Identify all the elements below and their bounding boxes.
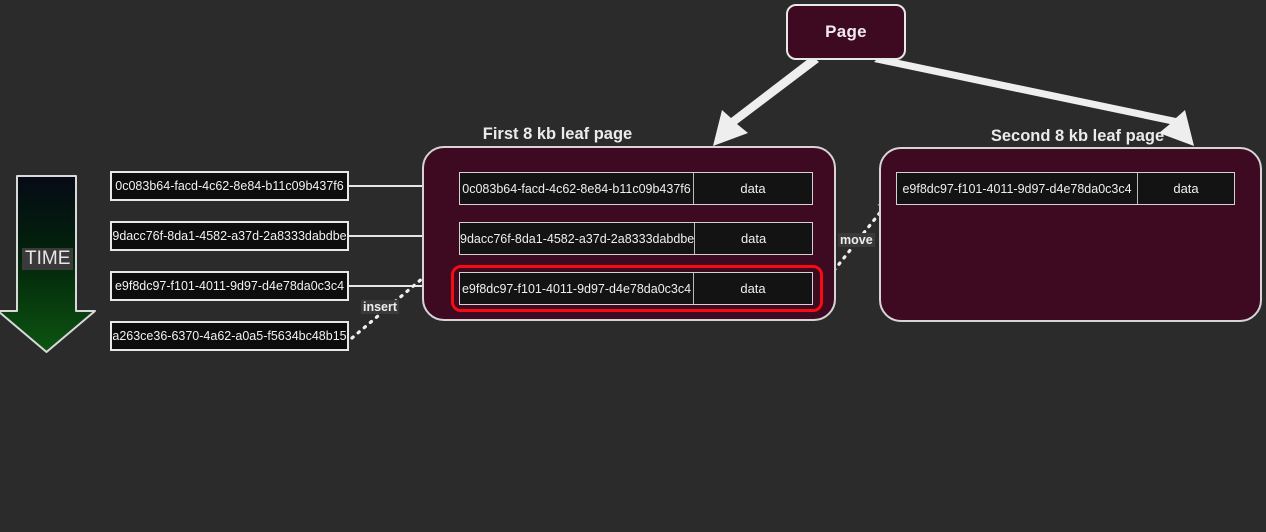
- first-leaf-page[interactable]: 0c083b64-facd-4c62-8e84-b11c09b437f6 dat…: [422, 146, 836, 321]
- first-page-tuple-3-value: data: [740, 281, 766, 296]
- first-page-title: First 8 kb leaf page: [482, 125, 633, 143]
- first-page-tuple-2-value: data: [740, 231, 767, 246]
- record-box-3[interactable]: e9f8dc97-f101-4011-9d97-d4e78da0c3c4: [110, 271, 349, 301]
- record-box-1[interactable]: 0c083b64-facd-4c62-8e84-b11c09b437f6: [110, 171, 349, 201]
- time-arrow-label: TIME: [22, 248, 74, 270]
- first-page-tuple-1-key: 0c083b64-facd-4c62-8e84-b11c09b437f6: [460, 173, 694, 204]
- first-page-tuple-3-highlight: [451, 265, 823, 312]
- record-box-2[interactable]: 9dacc76f-8da1-4582-a37d-2a8333dabdbe: [110, 221, 349, 251]
- root-page-node[interactable]: Page: [786, 4, 906, 60]
- first-page-tuple-2[interactable]: 9dacc76f-8da1-4582-a37d-2a8333dabdbe dat…: [459, 222, 813, 255]
- first-page-tuple-1[interactable]: 0c083b64-facd-4c62-8e84-b11c09b437f6 dat…: [459, 172, 813, 205]
- record-box-2-label: 9dacc76f-8da1-4582-a37d-2a8333dabdbe: [112, 229, 347, 243]
- second-page-title: Second 8 kb leaf page: [990, 127, 1165, 145]
- second-page-tuple-1-value: data: [1173, 181, 1199, 196]
- record-box-4-label: a263ce36-6370-4a62-a0a5-f5634bc48b15: [112, 329, 347, 343]
- record-box-4[interactable]: a263ce36-6370-4a62-a0a5-f5634bc48b15: [110, 321, 349, 351]
- insert-edge-label: insert: [361, 300, 400, 314]
- record-box-3-label: e9f8dc97-f101-4011-9d97-d4e78da0c3c4: [114, 279, 345, 293]
- second-page-tuple-1-key: e9f8dc97-f101-4011-9d97-d4e78da0c3c4: [897, 173, 1138, 204]
- first-page-tuple-2-key: 9dacc76f-8da1-4582-a37d-2a8333dabdbe: [460, 223, 696, 254]
- first-page-tuple-1-value: data: [740, 181, 766, 196]
- move-edge-label: move: [838, 233, 875, 247]
- second-page-tuple-1[interactable]: e9f8dc97-f101-4011-9d97-d4e78da0c3c4 dat…: [896, 172, 1235, 205]
- second-leaf-page[interactable]: e9f8dc97-f101-4011-9d97-d4e78da0c3c4 dat…: [879, 147, 1262, 322]
- record-box-1-label: 0c083b64-facd-4c62-8e84-b11c09b437f6: [115, 179, 344, 193]
- first-page-tuple-3[interactable]: e9f8dc97-f101-4011-9d97-d4e78da0c3c4 dat…: [459, 272, 813, 305]
- root-page-label: Page: [825, 22, 867, 41]
- first-page-tuple-3-key: e9f8dc97-f101-4011-9d97-d4e78da0c3c4: [460, 273, 694, 304]
- root-to-first-page-arrow: [713, 56, 819, 146]
